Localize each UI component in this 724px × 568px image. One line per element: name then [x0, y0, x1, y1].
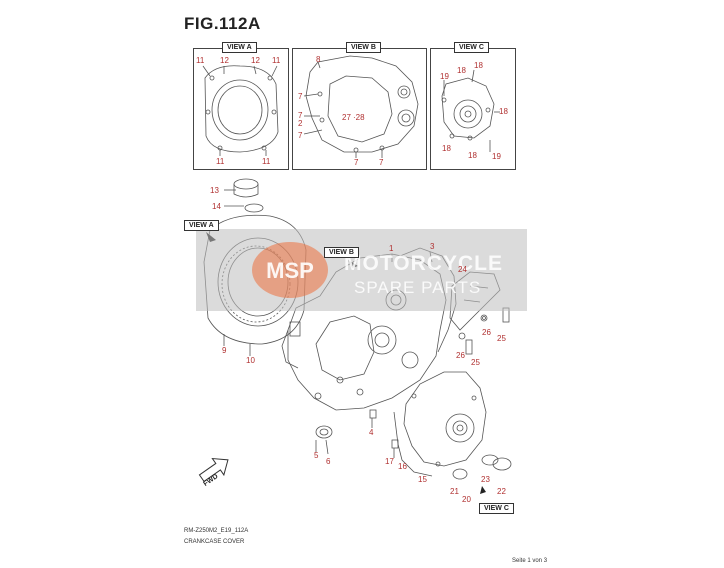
part-number[interactable]: 21 [450, 487, 459, 496]
part-number[interactable]: ·28 [353, 113, 365, 122]
diagram-code: RM-Z250M2_E19_112A [184, 528, 249, 534]
part-number[interactable]: 12 [220, 56, 229, 65]
watermark-line-1: MOTORCYCLE [344, 252, 503, 275]
part-number[interactable]: 11 [196, 56, 205, 65]
diagram-name: CRANKCASE COVER [184, 539, 245, 545]
part-number[interactable]: 9 [222, 346, 227, 355]
view-a-label: VIEW A [222, 42, 257, 53]
watermark-line-2: SPARE PARTS [354, 278, 482, 297]
svg-text:MSP: MSP [266, 258, 314, 283]
view-a-callout[interactable]: VIEW A [184, 220, 219, 231]
view-c-drawing [441, 69, 500, 152]
part-number[interactable]: 14 [212, 202, 221, 211]
part-number[interactable]: 3 [430, 242, 435, 251]
part-number[interactable]: 24 [458, 265, 467, 274]
part-number[interactable]: 7 [298, 111, 303, 120]
view-b-drawing [303, 55, 419, 158]
part-number[interactable]: 17 [385, 457, 394, 466]
part-number[interactable]: 18 [468, 151, 477, 160]
small-parts-drawing [315, 409, 512, 480]
part-number[interactable]: 20 [462, 495, 471, 504]
figure-title: FIG.112A [184, 14, 261, 33]
part-number[interactable]: 18 [499, 107, 508, 116]
part-number[interactable]: 22 [497, 487, 506, 496]
part-number[interactable]: 18 [442, 144, 451, 153]
part-number[interactable]: 25 [471, 358, 480, 367]
view-c-label: VIEW C [454, 42, 489, 53]
part-number[interactable]: 16 [398, 462, 407, 471]
part-number[interactable]: 26 [482, 328, 491, 337]
part-number[interactable]: 15 [418, 475, 427, 484]
part-number[interactable]: 11 [272, 56, 281, 65]
view-a-drawing [202, 65, 279, 156]
view-a-panel [193, 48, 289, 170]
view-c-callout[interactable]: VIEW C [479, 503, 514, 514]
part-number[interactable]: 18 [474, 61, 483, 70]
view-b-panel [292, 48, 427, 170]
part-number[interactable]: 19 [492, 152, 501, 161]
page-indicator: Seite 1 von 3 [512, 558, 548, 564]
oil-filler-cap-drawing [224, 178, 264, 213]
side-cover-drawing [393, 371, 487, 477]
fwd-arrow-icon [198, 457, 229, 483]
part-number[interactable]: 26 [456, 351, 465, 360]
part-number[interactable]: 11 [262, 157, 271, 166]
part-number[interactable]: 7 [298, 92, 303, 101]
msp-logo-icon: MSP [252, 242, 328, 298]
part-number[interactable]: 1 [389, 244, 394, 253]
part-number[interactable]: 25 [497, 334, 506, 343]
part-number[interactable]: 11 [216, 157, 225, 166]
part-number[interactable]: 13 [210, 186, 219, 195]
part-number[interactable]: 7 [298, 131, 303, 140]
part-number[interactable]: 2 [298, 119, 303, 128]
watermark-band [196, 229, 527, 311]
part-number[interactable]: 10 [246, 356, 255, 365]
part-number[interactable]: 5 [314, 451, 319, 460]
part-number[interactable]: 4 [369, 428, 374, 437]
part-number[interactable]: 7 [379, 158, 384, 167]
part-number[interactable]: 19 [440, 72, 449, 81]
part-number[interactable]: 7 [354, 158, 359, 167]
view-b-callout[interactable]: VIEW B [324, 247, 359, 258]
view-c-arrow-icon [480, 486, 486, 494]
part-number[interactable]: 23 [481, 475, 490, 484]
part-number[interactable]: 27 [342, 113, 351, 122]
part-number[interactable]: 12 [251, 56, 260, 65]
view-b-label: VIEW B [346, 42, 381, 53]
part-number[interactable]: 18 [457, 66, 466, 75]
part-number[interactable]: 6 [326, 457, 331, 466]
part-number[interactable]: 8 [316, 55, 321, 64]
